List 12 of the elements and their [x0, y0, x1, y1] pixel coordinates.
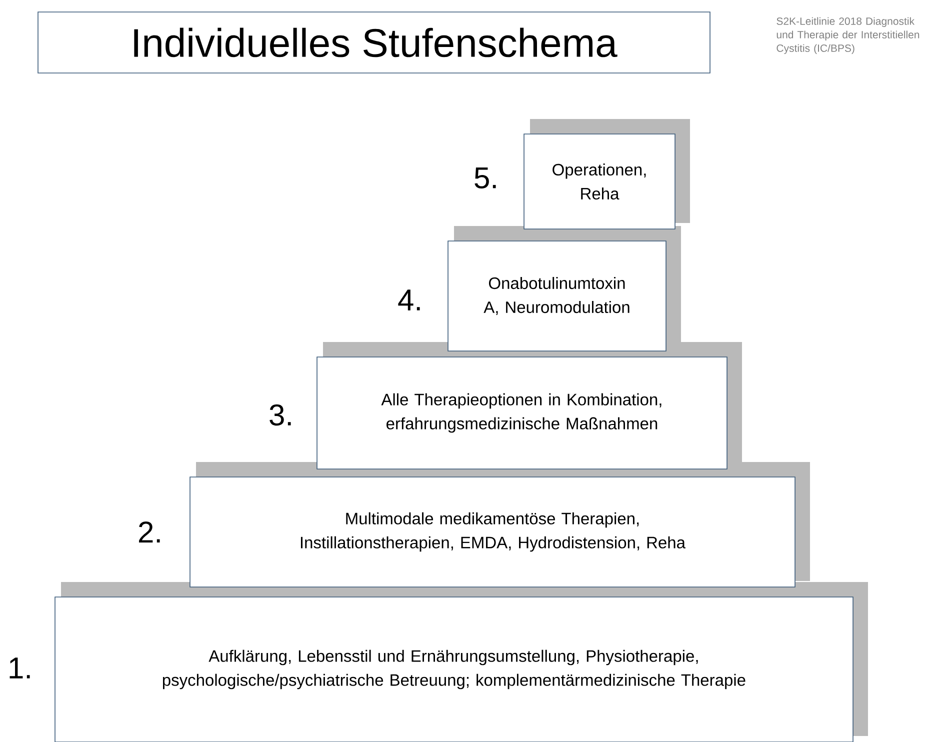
step-box: Onabotulinumtoxin A, Neuromodulation: [448, 240, 666, 352]
step-number: 1.: [10, 658, 30, 678]
step-box: Alle Therapieoptionen in Kombination, erfahrungsmedizinische Maßnahmen: [316, 356, 728, 470]
step-number: 5.: [474, 168, 496, 188]
step-box: Multimodale medikamentöse Therapien, Instillationstherapien, EMDA, Hydrodistension, Reha: [190, 476, 796, 588]
title-box: Individuelles Stufenschema: [38, 12, 710, 74]
step-box: Aufklärung, Lebensstil und Ernährungsumstellung, Physiotherapie, psychologische/psychiatrische Betreuung; komplementärmedizinische Therapie: [54, 596, 854, 742]
step-box: Operationen, Reha: [524, 134, 676, 230]
citation-note: S2K-Leitlinie 2018 Diagnostik und Therapie der Interstitiellen Cystitis (IC/BPS): [776, 17, 920, 54]
step-number: 4.: [398, 290, 420, 310]
step-number: 2.: [139, 522, 160, 542]
step-number: 3.: [270, 404, 291, 426]
